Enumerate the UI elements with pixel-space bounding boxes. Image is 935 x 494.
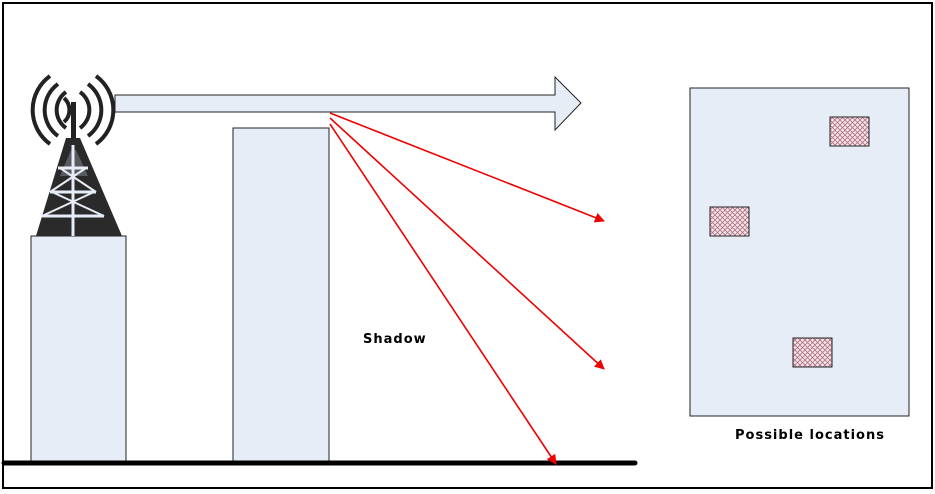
- possible-locations-label: Possible locations: [735, 428, 885, 443]
- possible-location-marker: [829, 116, 870, 147]
- diffracted-ray-1: [329, 112, 605, 223]
- possible-location-marker: [792, 337, 833, 368]
- possible-location-marker: [709, 206, 750, 237]
- left-building: [30, 235, 127, 464]
- diffracted-ray-2: [329, 117, 605, 370]
- radio-tower-icon: [30, 74, 122, 236]
- diffracted-ray-3: [329, 123, 557, 465]
- obstacle-building: [232, 127, 330, 464]
- signal-arrow-icon: [114, 75, 582, 132]
- shadow-label: Shadow: [363, 332, 427, 347]
